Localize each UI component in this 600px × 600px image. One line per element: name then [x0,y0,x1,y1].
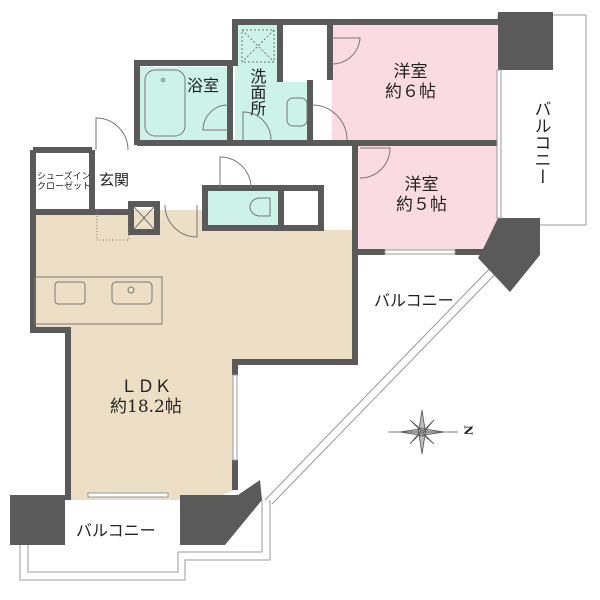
ldk-name: ＬＤＫ [120,377,172,397]
bedroom-1-floor [332,25,500,140]
sink-icon [111,281,153,305]
columns [10,12,553,545]
bedroom-1-size: 約６帖 [385,81,436,102]
bedroom-2-name: 洋室 [404,175,439,195]
room-label-balcony-middle: バルコニー [374,291,454,310]
toilet-icon [249,197,271,217]
washbasin-icon [286,97,308,127]
door-bedroom-1 [331,37,361,65]
windows [87,69,502,498]
room-label-shoe-closet: シューズイン クローゼット [37,172,91,193]
door-bedroom-1b [311,104,348,141]
room-label-bathroom: 浴室 [187,76,220,95]
washer-pan-icon [241,29,275,63]
stove-icon [54,281,86,305]
room-label-ldk: ＬＤＫ 約18.2帖 [110,377,182,417]
balcony-outlines [19,14,587,581]
bedroom-2-size: 約５帖 [396,194,447,215]
room-label-entrance: 玄関 [99,171,130,189]
shoe-closet-line1: シューズイン [37,172,91,182]
room-label-bedroom-2: 洋室 約５帖 [396,175,447,215]
compass-label: N [461,425,475,436]
compass-rose-icon [388,409,458,455]
toilet-floor [207,190,279,225]
bedroom-1-name: 洋室 [393,62,428,82]
room-label-balcony-east: バルコニー [530,100,551,185]
door-ldk [164,204,198,238]
fixtures [34,29,391,325]
kitchen-counter [34,276,163,325]
room-label-washroom: 洗面所 [247,68,267,116]
door-entrance [95,117,129,151]
bedroom-2-floor [358,145,500,250]
door-washroom [242,111,272,141]
door-bedroom-2 [359,147,391,179]
ldk-size: 約18.2帖 [110,396,182,417]
door-toilet [219,156,252,189]
room-label-bedroom-1: 洋室 約６帖 [385,62,436,102]
room-label-balcony-south: バルコニー [76,521,156,540]
door-bathroom [202,104,229,131]
shoe-closet-line2: クローゼット [37,182,92,193]
walls [30,19,500,500]
bathtub-icon [144,69,186,137]
